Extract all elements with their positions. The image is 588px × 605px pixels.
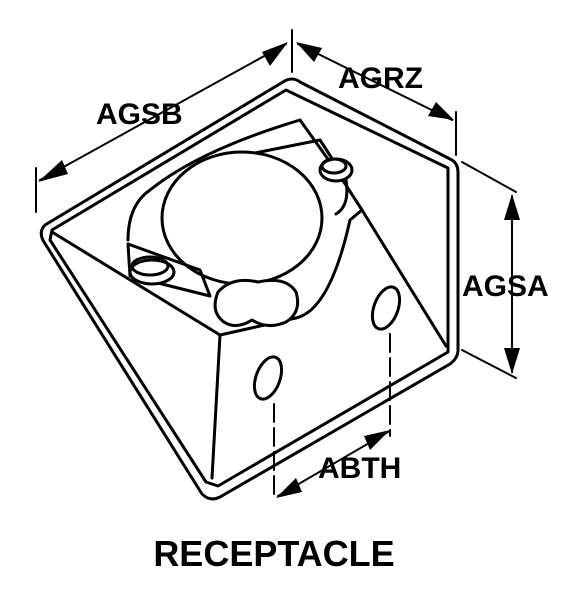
agrz-arrow-right [428,102,454,120]
label-agsa: AGSA [462,270,549,303]
part-inner-outline [48,88,450,488]
agrz-dim-line [297,43,453,121]
left-ledge [126,242,212,298]
bore-slot [213,278,300,327]
dimension-agsa [461,161,520,379]
dimension-agrz [296,42,457,156]
dimension-agsb [35,29,293,213]
abth-arrow-right [364,430,390,450]
label-agrz: AGRZ [338,62,423,95]
agsa-extension-top [461,161,517,193]
label-abth: ABTH [318,452,401,485]
agsa-arrow-top [504,194,520,220]
label-agsb: AGSB [96,98,183,131]
agrz-arrow-left [296,42,322,62]
mount-hole-lower [252,355,284,401]
mount-hole-upper [370,285,402,331]
agsa-extension-bottom [461,349,517,379]
right-boss-top [320,157,348,175]
face-edge-right [218,208,448,348]
caption-title: RECEPTACLE [153,533,394,574]
left-boss-top [130,255,170,277]
left-boss [128,258,176,286]
agsb-arrow-right [262,42,288,66]
receptacle-part [39,77,460,501]
face-edge-left [210,333,222,480]
agsb-dim-line [39,43,287,181]
dimension-abth [273,333,391,501]
abth-arrow-left [276,478,302,498]
agsb-arrow-left [38,160,68,182]
pocket-outline [126,118,364,242]
face-edge-diagonal [50,230,222,337]
agsa-arrow-bottom [504,348,520,374]
